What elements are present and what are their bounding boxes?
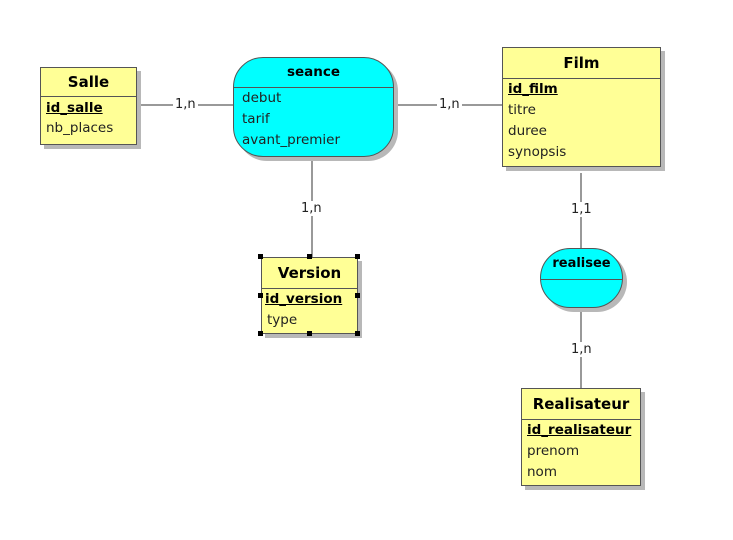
- entity-film[interactable]: Film id_film titre duree synopsis: [502, 47, 661, 167]
- entity-attribute: nb_places: [46, 120, 114, 136]
- entity-title: Realisateur: [522, 389, 640, 420]
- selection-handle-bottom-left[interactable]: [258, 331, 263, 336]
- entity-attribute: duree: [508, 123, 547, 139]
- entity-attribute-key: id_salle: [46, 100, 103, 116]
- card-seance-film: 1,n: [437, 97, 462, 112]
- association-title: seance: [234, 58, 393, 88]
- entity-attribute: synopsis: [508, 144, 567, 160]
- entity-version[interactable]: Version id_version type: [261, 257, 358, 334]
- association-realisee[interactable]: realisee: [540, 248, 623, 308]
- entity-attribute: nom: [527, 464, 557, 480]
- entity-realisateur[interactable]: Realisateur id_realisateur prenom nom: [521, 388, 641, 486]
- entity-attribute-key: id_film: [508, 81, 558, 97]
- card-realisee-realisateur: 1,n: [569, 342, 594, 357]
- selection-handle-top-left[interactable]: [258, 254, 263, 259]
- entity-attribute: titre: [508, 102, 536, 118]
- entity-salle[interactable]: Salle id_salle nb_places: [40, 67, 137, 145]
- card-film-realisee: 1,1: [569, 202, 594, 217]
- entity-title: Salle: [41, 68, 136, 97]
- entity-attribute: prenom: [527, 443, 580, 459]
- association-seance[interactable]: seance debut tarif avant_premier: [233, 57, 394, 157]
- selection-handle-top-right[interactable]: [355, 254, 360, 259]
- selection-handle-bottom-right[interactable]: [355, 331, 360, 336]
- card-salle-seance: 1,n: [173, 97, 198, 112]
- association-attribute: debut: [242, 90, 282, 106]
- selection-handle-top[interactable]: [307, 254, 312, 259]
- association-title: realisee: [541, 249, 622, 280]
- entity-attribute-key: id_realisateur: [527, 422, 632, 438]
- entity-attribute-key: id_version: [265, 291, 343, 307]
- entity-title: Film: [503, 48, 660, 79]
- card-seance-version: 1,n: [299, 201, 324, 216]
- selection-handle-right[interactable]: [355, 293, 360, 298]
- association-attribute: avant_premier: [242, 132, 341, 148]
- entity-attribute: type: [267, 312, 298, 328]
- selection-handle-bottom[interactable]: [307, 331, 312, 336]
- entity-title: Version: [262, 258, 357, 289]
- selection-handle-left[interactable]: [258, 293, 263, 298]
- association-attribute: tarif: [242, 111, 270, 127]
